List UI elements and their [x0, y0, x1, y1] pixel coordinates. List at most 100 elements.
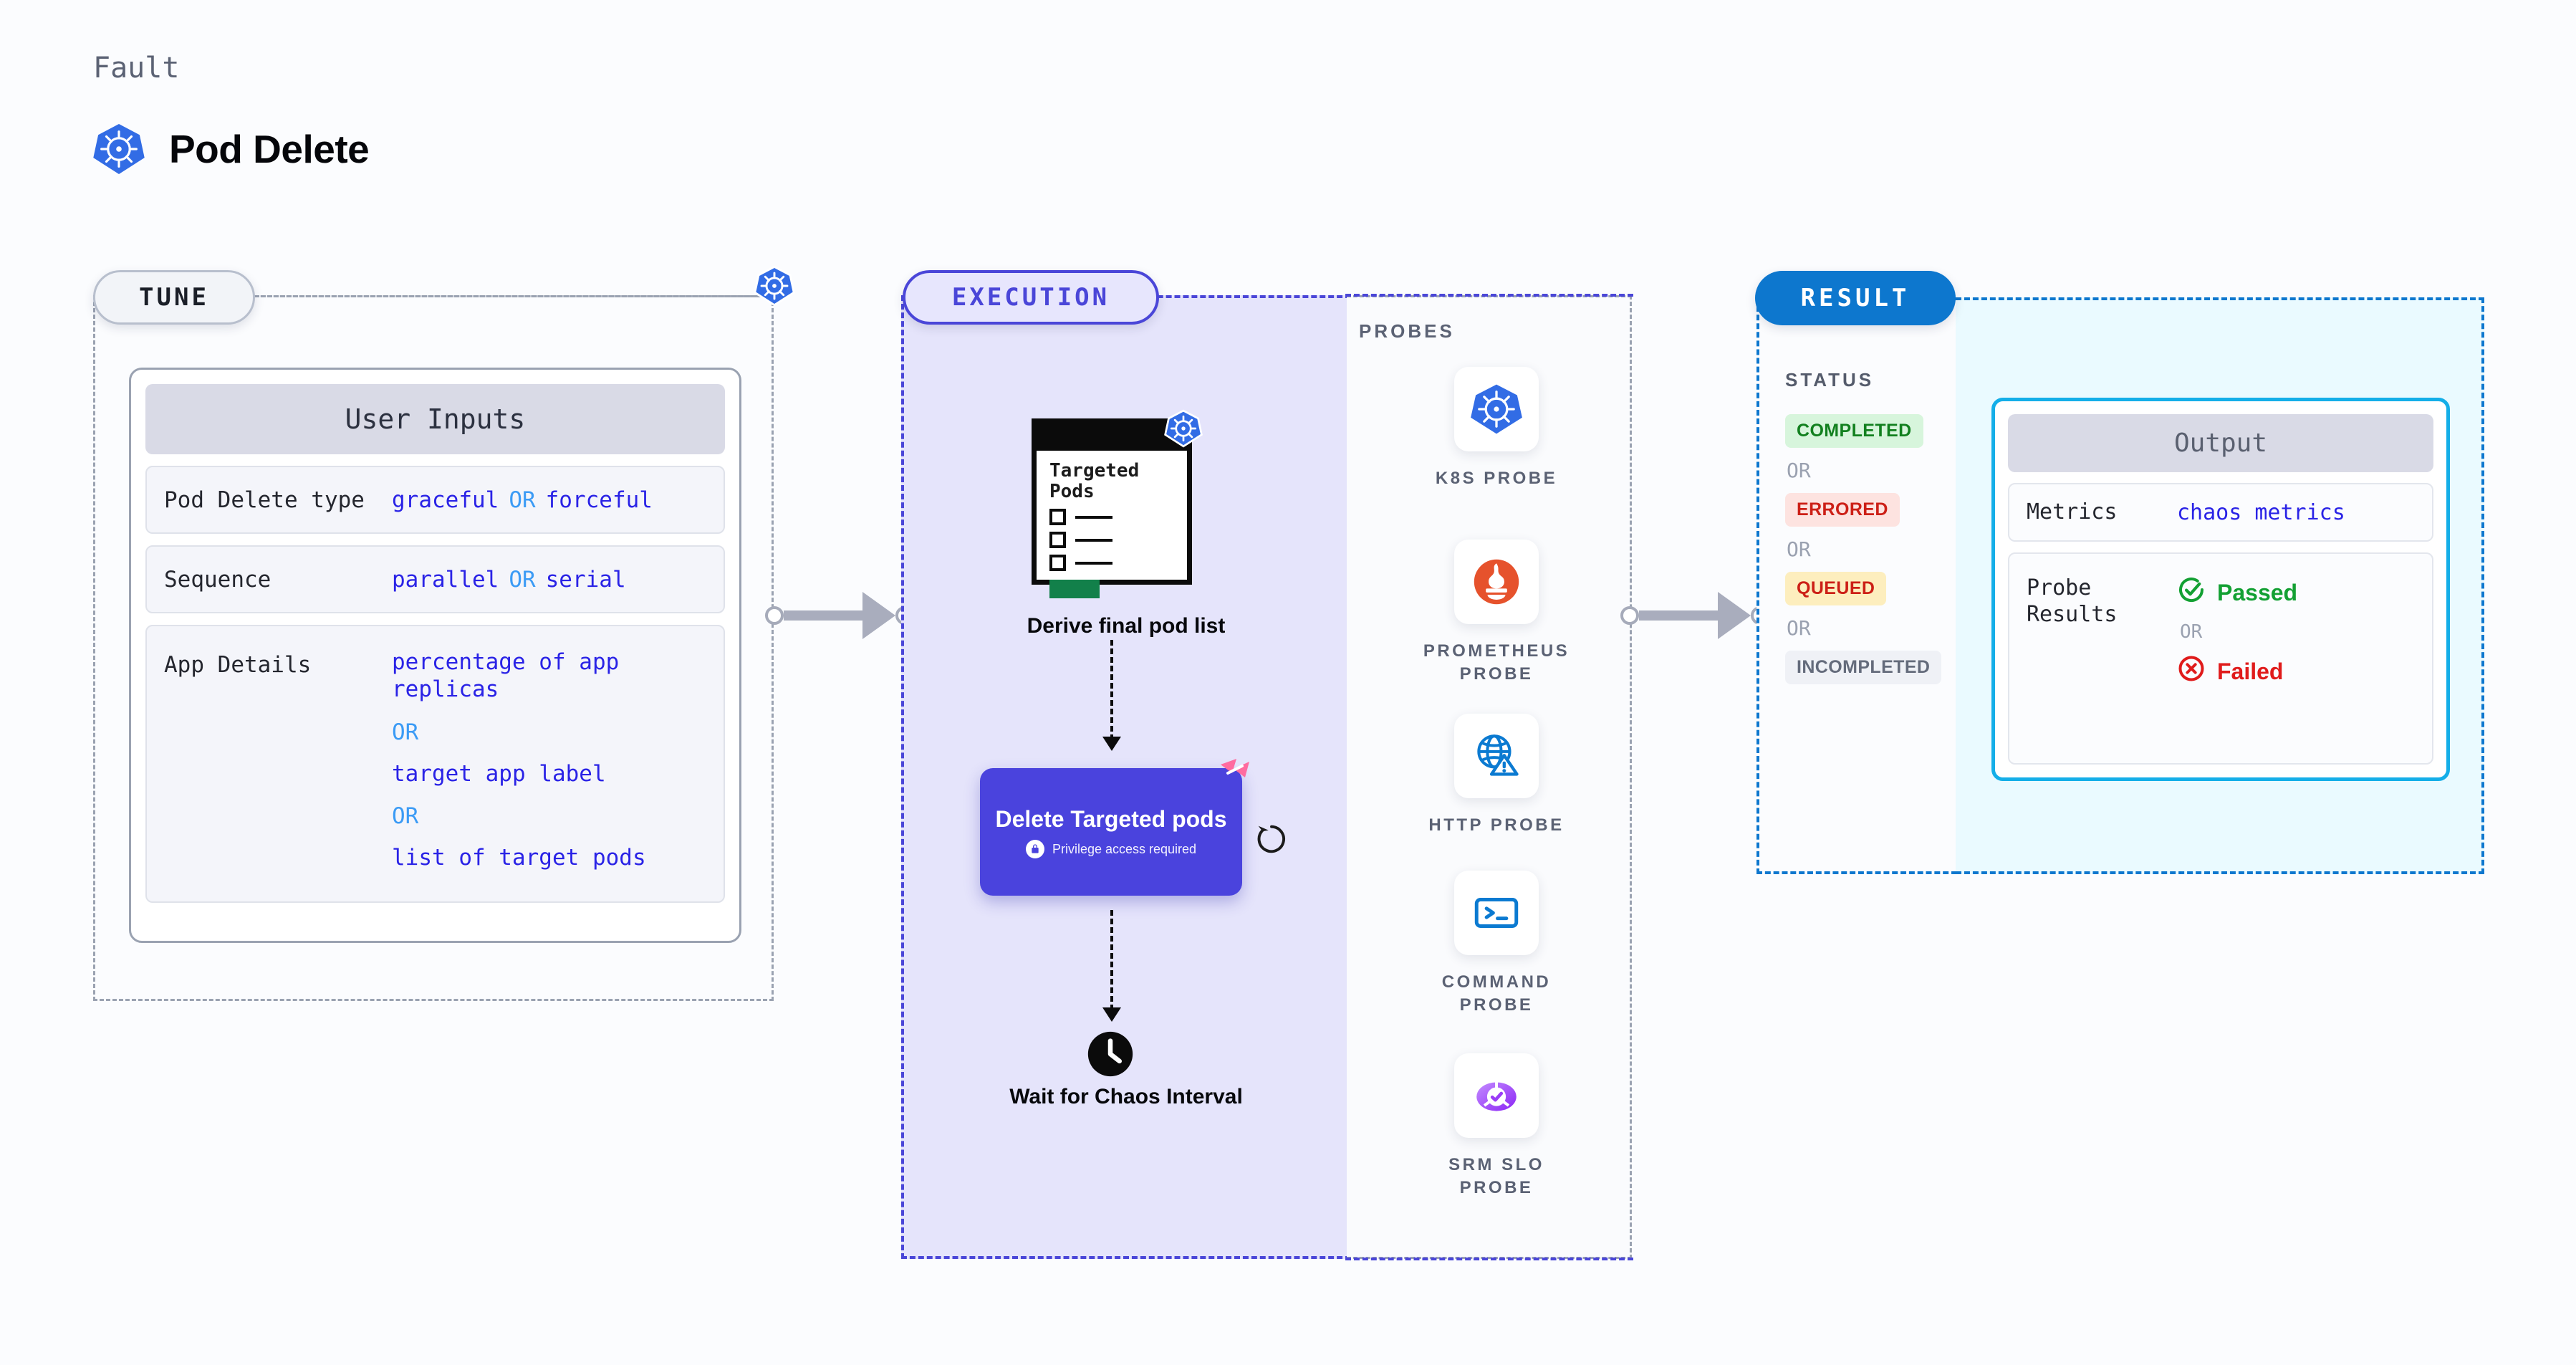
status-badge-list: COMPLETED OR ERRORED OR QUEUED OR INCOMP… — [1785, 414, 1950, 684]
targeted-pods-green-bar — [1049, 580, 1100, 599]
delete-node-title: Delete Targeted pods — [995, 805, 1227, 832]
targeted-pods-title-line2: Pods — [1049, 481, 1095, 503]
lock-icon — [1025, 840, 1044, 859]
output-row-value: chaos metrics — [2177, 499, 2345, 525]
user-inputs-card: User Inputs Pod Delete type graceful OR … — [129, 368, 741, 943]
probes-zone-bottom-border — [1345, 1258, 1633, 1260]
targeted-pods-body: Targeted Pods — [1037, 451, 1187, 599]
delete-node-privilege-row: Privilege access required — [1025, 840, 1197, 859]
output-row-label: Probe Results — [2027, 575, 2177, 628]
tune-dashed-connector — [255, 295, 756, 297]
kubernetes-icon — [754, 265, 795, 307]
targeted-pods-title-line1: Targeted — [1049, 460, 1140, 482]
status-badge: COMPLETED — [1785, 414, 1923, 448]
x-circle-icon — [2177, 654, 2206, 689]
status-badge: INCOMPLETED — [1785, 651, 1942, 684]
probe-label: SRM SLO PROBE — [1448, 1155, 1544, 1198]
delete-targeted-pods-node[interactable]: Delete Targeted pods Privilege access re… — [980, 768, 1242, 896]
probe-label: HTTP PROBE — [1428, 815, 1565, 835]
checkbox-icon — [1049, 555, 1066, 572]
app-details-option: target app label — [392, 760, 606, 787]
placeholder-line — [1075, 538, 1112, 542]
probe-item-command[interactable]: COMMAND PROBE — [1414, 871, 1579, 1017]
wait-for-chaos-interval-caption: Wait for Chaos Interval — [1009, 1085, 1243, 1108]
input-row-app-details[interactable]: App Details percentage of app replicas O… — [145, 625, 725, 903]
tune-pill[interactable]: TUNE — [93, 270, 255, 325]
app-details-options: percentage of app replicas OR target app… — [392, 649, 646, 872]
output-card-title: Output — [2008, 414, 2433, 472]
prometheus-icon — [1454, 540, 1539, 624]
input-row-pod-delete-type[interactable]: Pod Delete type graceful OR forceful — [145, 466, 725, 534]
connector-bar — [1639, 610, 1719, 621]
kubernetes-icon — [1164, 409, 1203, 448]
input-row-value-a: graceful — [392, 487, 499, 513]
checkbox-icon — [1049, 509, 1066, 526]
input-row-value-a: parallel — [392, 566, 499, 593]
delete-node-privilege-text: Privilege access required — [1052, 841, 1197, 856]
probe-result-or: OR — [2180, 621, 2203, 643]
app-details-or: OR — [392, 719, 419, 745]
probe-result-failed: Failed — [2177, 654, 2297, 689]
clock-icon — [1086, 1030, 1135, 1078]
terminal-icon — [1454, 871, 1539, 955]
connector-arrowhead — [1718, 592, 1751, 639]
flow-arrow-line — [1110, 640, 1113, 740]
connector-bar — [784, 610, 864, 621]
targeted-pods-card: Targeted Pods — [1032, 418, 1192, 599]
page-title: Pod Delete — [169, 127, 370, 171]
probes-title: PROBES — [1359, 320, 1455, 342]
placeholder-line — [1075, 561, 1112, 565]
input-row-label: Sequence — [164, 566, 271, 593]
probe-result-passed: Passed — [2177, 575, 2297, 610]
user-inputs-card-title: User Inputs — [145, 384, 725, 454]
flow-arrow-head — [1102, 737, 1121, 751]
output-row-probe-results: Probe Results Passed OR — [2008, 552, 2433, 765]
kubernetes-icon — [92, 122, 146, 176]
output-card: Output Metrics chaos metrics Probe Resul… — [1991, 398, 2450, 781]
flow-arrow-head — [1102, 1007, 1121, 1022]
execution-pill[interactable]: EXECUTION — [903, 270, 1159, 325]
input-row-or: OR — [509, 566, 536, 593]
derive-final-pod-list-caption: Derive final pod list — [1027, 614, 1226, 638]
placeholder-line — [1075, 515, 1112, 519]
probe-result-passed-label: Passed — [2217, 579, 2298, 605]
connector-dot — [1620, 606, 1639, 625]
probe-results-values: Passed OR Failed — [2177, 575, 2297, 689]
probes-zone-top-border — [1345, 294, 1633, 297]
harness-icon — [1218, 756, 1252, 790]
targeted-pods-titlebar — [1037, 423, 1187, 451]
status-or: OR — [1787, 616, 1811, 640]
input-row-value-b: forceful — [545, 487, 653, 513]
srm-slo-icon — [1454, 1053, 1539, 1138]
connector-execution-to-result — [1620, 592, 1769, 639]
output-row-metrics: Metrics chaos metrics — [2008, 482, 2433, 542]
targeted-pods-list-item — [1049, 555, 1187, 572]
fault-title-row: Pod Delete — [92, 122, 370, 176]
flow-arrow-line — [1110, 910, 1113, 1010]
checkbox-icon — [1049, 532, 1066, 549]
input-row-sequence[interactable]: Sequence parallel OR serial — [145, 545, 725, 613]
kubernetes-icon — [1454, 367, 1539, 451]
probe-label: PROMETHEUS PROBE — [1423, 641, 1570, 684]
probe-item-k8s[interactable]: K8S PROBE — [1414, 367, 1579, 490]
input-row-or: OR — [509, 487, 536, 513]
output-row-label: Metrics — [2027, 499, 2118, 525]
input-row-label: Pod Delete type — [164, 487, 365, 513]
connector-tune-to-execution — [765, 592, 914, 639]
retry-icon[interactable] — [1255, 823, 1288, 856]
probe-label: K8S PROBE — [1435, 469, 1558, 488]
input-row-value-b: serial — [545, 566, 626, 593]
probe-item-srm-slo[interactable]: SRM SLO PROBE — [1414, 1053, 1579, 1200]
connector-arrowhead — [862, 592, 895, 639]
targeted-pods-list-item — [1049, 509, 1187, 526]
connector-dot — [765, 606, 784, 625]
probe-item-prometheus[interactable]: PROMETHEUS PROBE — [1414, 540, 1579, 686]
status-title: STATUS — [1785, 369, 1875, 391]
probe-item-http[interactable]: HTTP PROBE — [1414, 714, 1579, 837]
probe-results-label-line1: Probe — [2027, 575, 2092, 601]
check-circle-icon — [2177, 575, 2206, 610]
fault-eyebrow-label: Fault — [93, 52, 180, 85]
result-pill[interactable]: RESULT — [1755, 271, 1956, 325]
probe-results-label-line2: Results — [2027, 601, 2118, 627]
